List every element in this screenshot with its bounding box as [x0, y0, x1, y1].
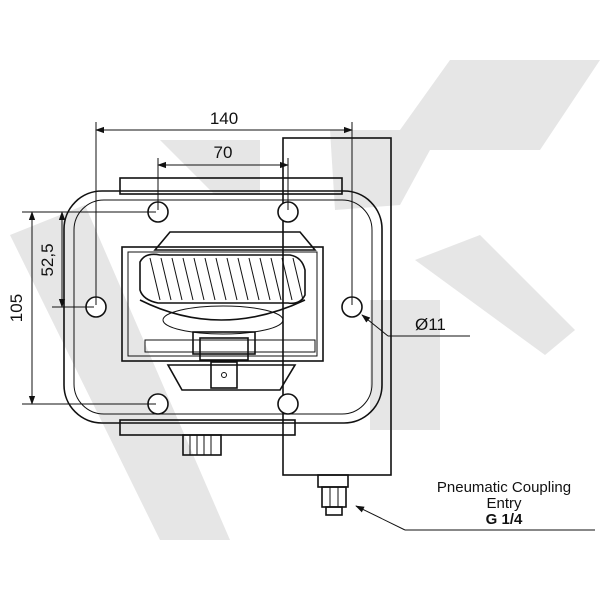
gear-tooth	[204, 257, 216, 301]
gear-tooth	[149, 257, 161, 301]
dimension-height-overall: 105	[7, 211, 156, 405]
gear-tooth	[182, 257, 194, 301]
gear-tooth	[215, 257, 227, 301]
note-line-2: Entry	[486, 495, 522, 512]
gear-tooth	[248, 257, 260, 301]
gear-tooth	[292, 257, 304, 301]
pneumatic-coupling	[317, 474, 349, 516]
note-line-1: Pneumatic Coupling	[437, 479, 571, 496]
top-flange	[119, 177, 343, 195]
dimension-label-diameter: Ø11	[415, 315, 446, 334]
dimension-label-140: 140	[210, 109, 238, 128]
note-thread: G 1/4	[486, 511, 523, 528]
worm-gear	[139, 253, 306, 335]
gear-tooth	[193, 257, 205, 301]
dimension-hole-spacing: 70	[157, 143, 289, 210]
gear-tooth	[281, 257, 293, 301]
dimension-width-overall: 140	[95, 109, 353, 305]
dimension-hole-diameter: Ø11	[361, 314, 470, 337]
mounting-hole	[277, 393, 299, 415]
dimension-label-52-5: 52,5	[38, 243, 57, 276]
gear-window	[121, 231, 324, 391]
dimension-half-height: 52,5	[38, 211, 94, 308]
gear-tooth	[259, 257, 271, 301]
gear-tooth	[226, 257, 238, 301]
dimension-label-70: 70	[214, 143, 233, 162]
coupling-callout: Pneumatic Coupling Entry G 1/4	[355, 479, 595, 531]
output-spline	[182, 434, 222, 456]
dimension-label-105: 105	[7, 294, 26, 322]
shaft-hub	[144, 331, 316, 389]
gear-tooth	[171, 257, 183, 301]
gear-tooth	[160, 257, 172, 301]
gear-tooth	[270, 257, 282, 301]
gear-tooth	[237, 257, 249, 301]
